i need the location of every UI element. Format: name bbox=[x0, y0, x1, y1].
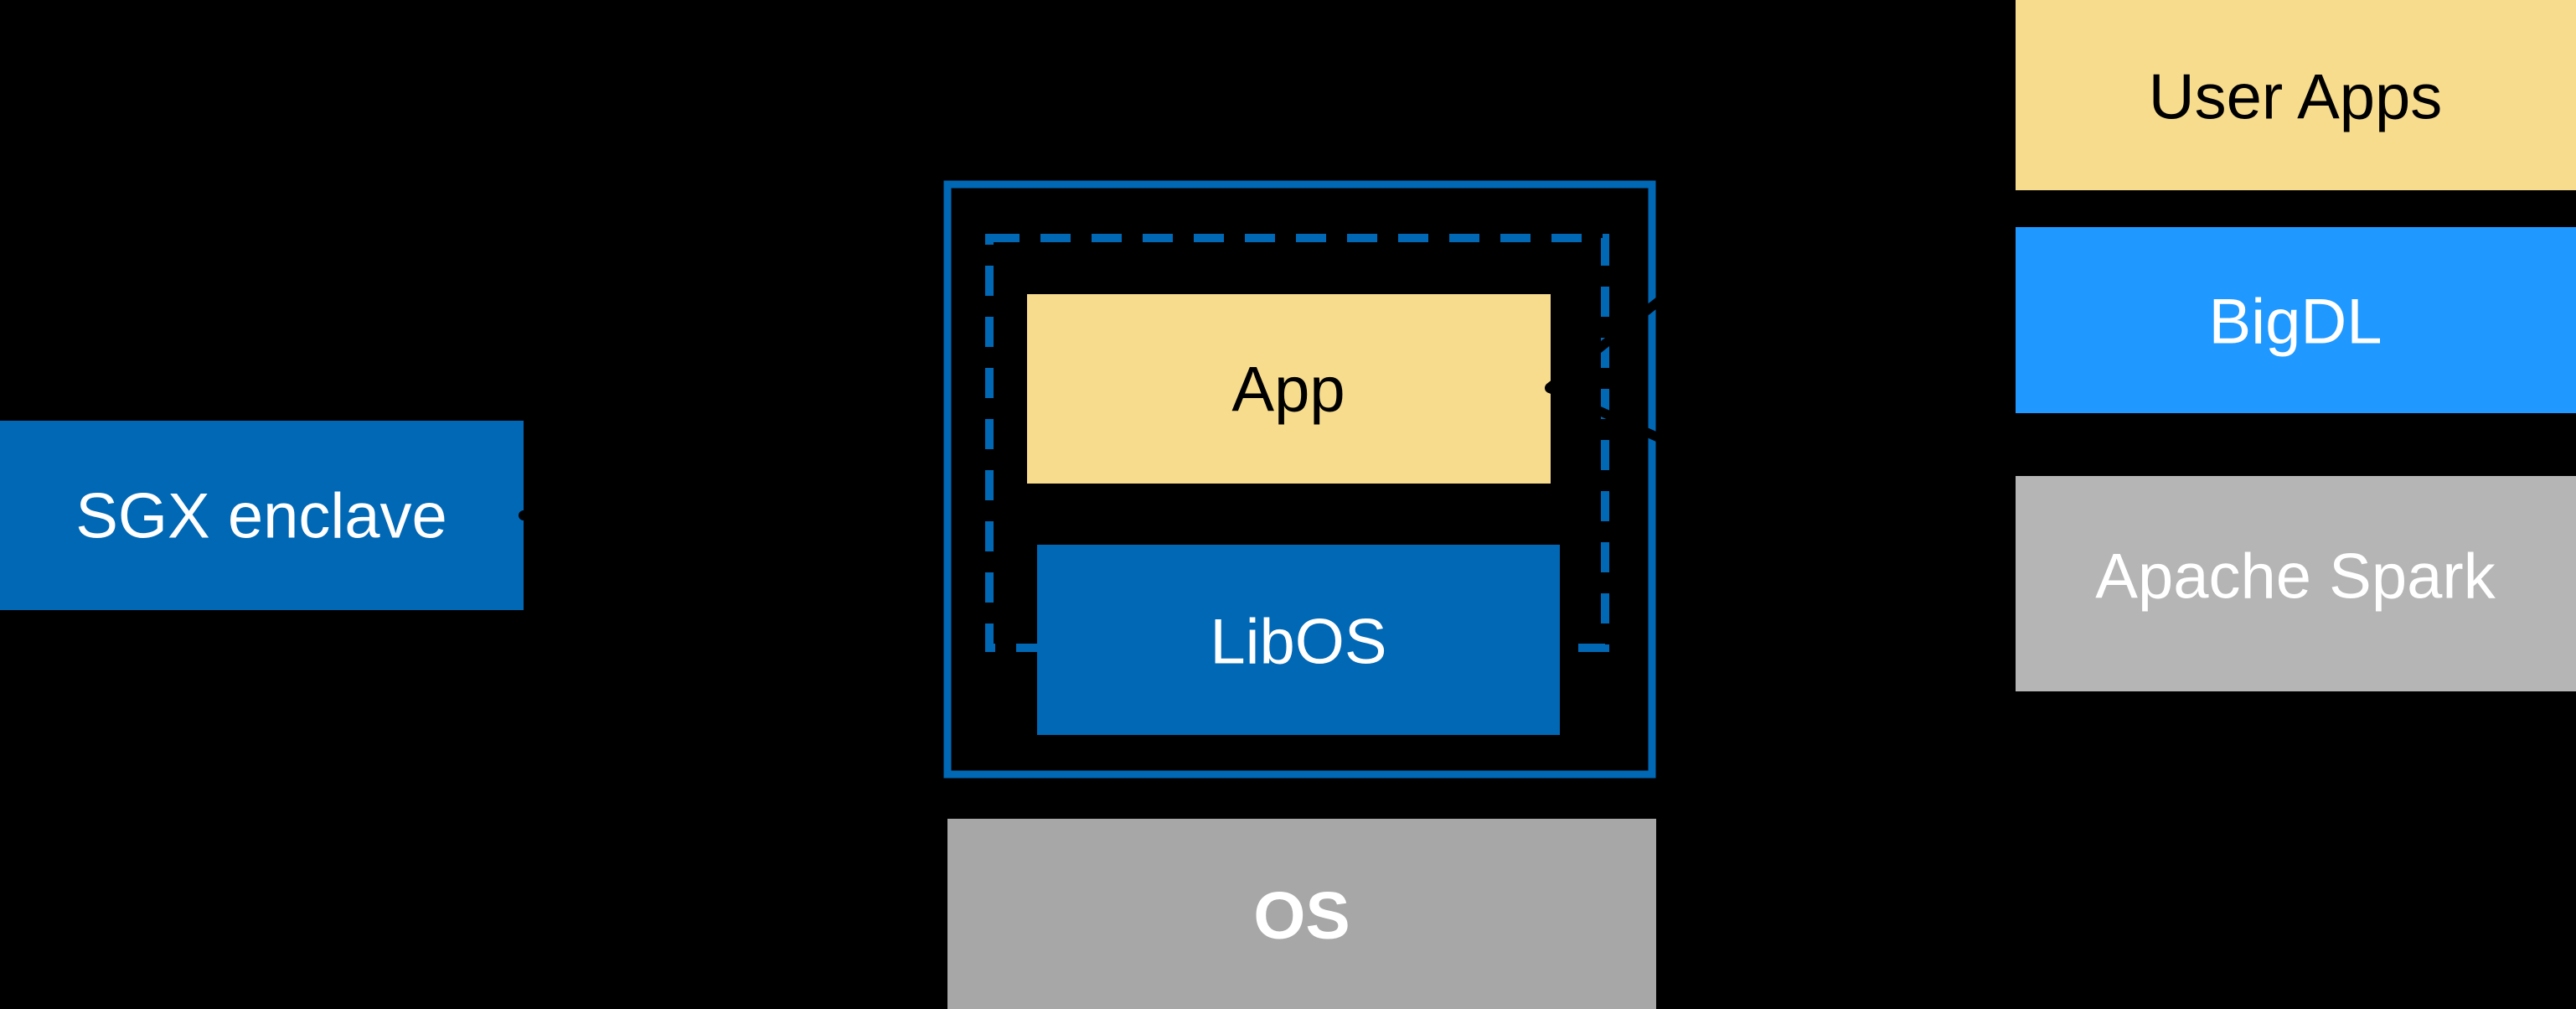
app-label: App bbox=[1231, 354, 1345, 426]
os-label: OS bbox=[1253, 878, 1350, 953]
app-callout-dot bbox=[1545, 383, 1555, 393]
user-apps-label: User Apps bbox=[2149, 62, 2443, 133]
libos-label: LibOS bbox=[1210, 607, 1386, 678]
libos-box bbox=[1037, 545, 1560, 735]
bigdl-label: BigDL bbox=[2209, 287, 2382, 358]
stack-callout-upper-line bbox=[1546, 11, 2024, 392]
os-box bbox=[947, 819, 1656, 1009]
stack-callout-lower-line bbox=[1546, 383, 2023, 607]
app-box bbox=[1027, 294, 1551, 484]
user-apps-box bbox=[2016, 0, 2576, 190]
apache-spark-label: Apache Spark bbox=[2095, 541, 2496, 613]
sgx-enclave-label: SGX enclave bbox=[75, 481, 447, 552]
enclave-outer-box bbox=[943, 180, 1656, 779]
apache-spark-box bbox=[2016, 476, 2576, 691]
bigdl-box bbox=[2016, 227, 2576, 413]
sgx-enclave-box bbox=[0, 421, 524, 610]
sgx-callout-dot bbox=[519, 510, 529, 520]
